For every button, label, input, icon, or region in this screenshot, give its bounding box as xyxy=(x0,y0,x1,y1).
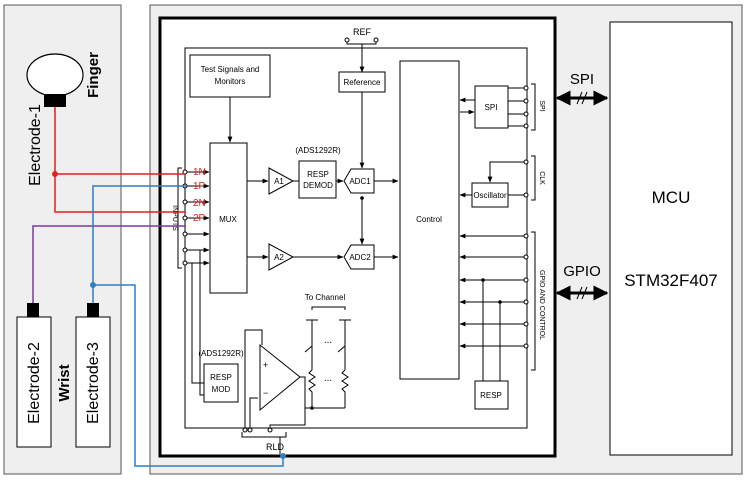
resp-mod-line1: RESP xyxy=(210,373,232,382)
rld-amplifier xyxy=(259,343,301,412)
inputs-label: INPUTS xyxy=(171,205,178,231)
electrode-3-label: Electrode-3 xyxy=(85,342,102,424)
a1-label: A1 xyxy=(274,177,284,186)
a2-amplifier xyxy=(268,243,295,271)
electrode-2-body xyxy=(16,316,52,448)
test-signals-line1: Test Signals and xyxy=(201,65,260,74)
resp-block-label: RESP xyxy=(480,391,502,400)
mcu-title: MCU xyxy=(652,188,691,207)
svg-text:−: − xyxy=(263,388,268,398)
oscillator-label: Oscillator xyxy=(473,191,507,200)
gpio-lines xyxy=(459,233,529,349)
ads-mod-tag: (ADS1292R) xyxy=(198,349,244,358)
test-signals-block xyxy=(189,54,271,98)
mcu-block xyxy=(609,21,733,456)
resp-mod-line2: MOD xyxy=(212,385,231,394)
rld-label: RLD xyxy=(266,442,285,452)
resp-block xyxy=(474,380,509,410)
control-block xyxy=(399,60,460,380)
pin-2n-label: 2N xyxy=(193,198,206,209)
resp-mod-block xyxy=(203,363,239,403)
dots-upper: ... xyxy=(324,335,332,346)
electrode-2-label: Electrode-2 xyxy=(26,342,43,424)
spi-pins xyxy=(508,85,529,129)
resp-demod-line1: RESP xyxy=(307,170,329,179)
blue-electrode-wire xyxy=(90,185,286,467)
wrist-label: Wrist xyxy=(56,364,73,401)
finger-electrode-pad xyxy=(26,53,84,97)
to-channel-label: To Channel xyxy=(305,293,346,302)
electrode-3-body xyxy=(75,316,111,448)
adc2-label: ADC2 xyxy=(349,253,371,262)
gpio-side-label: GPIO AND CONTROL xyxy=(538,270,545,340)
spi-link-label: SPI xyxy=(570,71,594,88)
pin-1p-label: 1P xyxy=(193,181,206,192)
ads-demod-tag: (ADS1292R) xyxy=(295,146,341,155)
control-label: Control xyxy=(416,215,442,224)
spi-side-label: SPI xyxy=(538,100,545,111)
pin-1n-label: 1N xyxy=(193,167,206,178)
oscillator-block xyxy=(471,182,509,208)
mux-block xyxy=(209,142,248,294)
electrode-3-connector xyxy=(87,303,99,317)
a2-label: A2 xyxy=(274,253,284,262)
ref-label: REF xyxy=(353,27,372,37)
adc1-label: ADC1 xyxy=(349,177,371,186)
svg-text:+: + xyxy=(263,360,268,370)
reference-label: Reference xyxy=(344,78,381,87)
purple-electrode-wire xyxy=(32,225,186,303)
resp-demod-line2: DEMOD xyxy=(303,181,333,190)
input-pins xyxy=(182,169,210,266)
clk-side-label: CLK xyxy=(538,171,545,185)
electrode-2-connector xyxy=(27,303,39,317)
electrode-1-label: Electrode-1 xyxy=(27,104,44,186)
pin-2p-label: 2P xyxy=(193,213,206,224)
red-electrode-wires xyxy=(52,107,186,213)
gpio-link-label: GPIO xyxy=(563,263,601,280)
resp-demod-block xyxy=(298,160,337,199)
spi-block xyxy=(474,85,509,129)
a1-amplifier xyxy=(268,167,295,195)
spi-block-label: SPI xyxy=(485,103,498,112)
finger-label: Finger xyxy=(85,52,102,98)
test-signals-line2: Monitors xyxy=(215,77,246,86)
electrode-1-connector xyxy=(44,94,66,107)
dots-lower: ... xyxy=(324,373,332,384)
mux-label: MUX xyxy=(219,215,237,224)
mcu-part-number: STM32F407 xyxy=(624,271,718,290)
